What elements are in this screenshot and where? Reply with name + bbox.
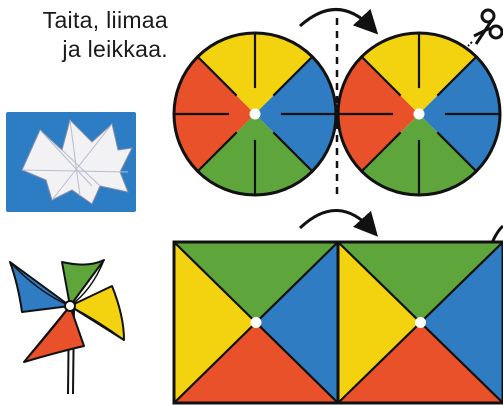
square-template-right [338,242,503,403]
center-hole [251,317,262,328]
pinwheel-blade [24,306,84,362]
curved-arrow-icon [300,210,372,230]
pinwheel-blade [10,262,70,312]
pinwheel-toy-icon [10,260,124,394]
square-template-left [174,242,338,403]
folded-paper-photo [6,112,136,212]
circle-template-left [174,33,336,195]
scissors-icon [468,10,502,46]
center-hole [250,109,261,120]
pinwheel-hub [65,301,75,311]
center-hole [414,109,425,120]
circle-template-right [338,33,500,195]
center-hole [415,317,426,328]
